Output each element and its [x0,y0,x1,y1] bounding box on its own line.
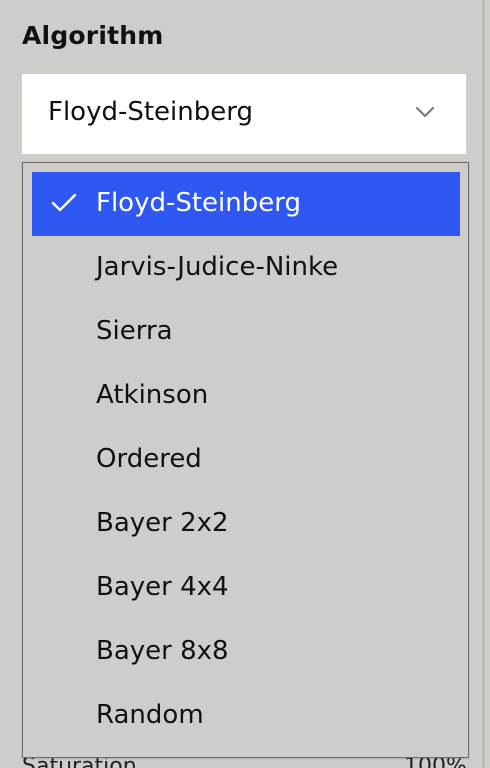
option-label: Ordered [96,444,202,474]
option-bayer-8x8[interactable]: Bayer 8x8 [32,620,460,684]
option-atkinson[interactable]: Atkinson [32,364,460,428]
option-jarvis-judice-ninke[interactable]: Jarvis-Judice-Ninke [32,236,460,300]
option-label: Atkinson [96,380,209,410]
option-random[interactable]: Random [32,684,460,748]
option-label: Jarvis-Judice-Ninke [96,252,339,282]
algorithm-dropdown-menu: Floyd-Steinberg Jarvis-Judice-Ninke Sier… [22,162,469,758]
checkmark-icon [51,193,77,212]
option-ordered[interactable]: Ordered [32,428,460,492]
option-label: Random [96,700,204,730]
option-label: Floyd-Steinberg [96,188,301,218]
algorithm-select-value: Floyd-Steinberg [48,97,253,127]
option-floyd-steinberg[interactable]: Floyd-Steinberg [32,172,460,236]
option-bayer-4x4[interactable]: Bayer 4x4 [32,556,460,620]
chevron-down-icon [415,106,435,118]
option-bayer-2x2[interactable]: Bayer 2x2 [32,492,460,556]
option-label: Bayer 8x8 [96,636,229,666]
option-sierra[interactable]: Sierra [32,300,460,364]
algorithm-section-title: Algorithm [22,21,164,50]
option-label: Bayer 4x4 [96,572,229,602]
option-label: Bayer 2x2 [96,508,229,538]
panel-scrollbar-track[interactable] [482,0,485,768]
option-label: Sierra [96,316,173,346]
algorithm-select[interactable]: Floyd-Steinberg [22,74,466,154]
